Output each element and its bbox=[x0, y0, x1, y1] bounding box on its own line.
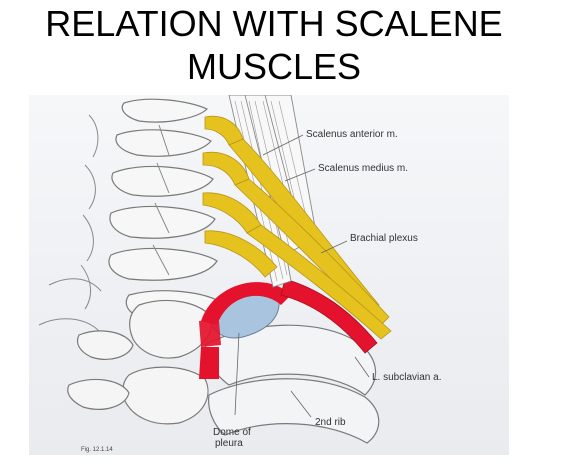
anatomy-figure: Scalenus anterior m. Scalenus medius m. … bbox=[29, 95, 509, 455]
vessel-segment-lower bbox=[199, 321, 221, 347]
ribs bbox=[204, 324, 380, 444]
figure-number: Fig. 12.1.14 bbox=[81, 447, 113, 453]
label-scalenus-medius: Scalenus medius m. bbox=[318, 163, 409, 174]
label-second-rib: 2nd rib bbox=[315, 417, 346, 428]
leader-lines bbox=[234, 134, 370, 418]
label-scalenus-anterior: Scalenus anterior m. bbox=[306, 129, 398, 140]
slide-title-line-2: MUSCLES bbox=[186, 46, 362, 87]
subclavian-artery bbox=[280, 278, 378, 354]
slide-title: RELATION WITH SCALENE MUSCLES bbox=[0, 2, 548, 88]
anatomy-illustration bbox=[38, 95, 392, 444]
vertebra-outlines bbox=[38, 114, 170, 332]
vessel-segment-left bbox=[199, 347, 219, 379]
thoracic-vertebra bbox=[67, 299, 213, 425]
slide-title-line-1: RELATION WITH SCALENE bbox=[45, 3, 503, 44]
label-subclavian-artery: L. subclavian a. bbox=[372, 372, 442, 383]
vessel-arc bbox=[201, 282, 291, 325]
label-dome-of-pleura-line-1: Dome of bbox=[213, 427, 251, 438]
label-dome-of-pleura-line-2: pleura bbox=[215, 438, 243, 449]
label-brachial-plexus: Brachial plexus bbox=[350, 233, 418, 244]
brachial-plexus-nerves bbox=[202, 115, 392, 340]
cervical-vertebrae bbox=[108, 98, 220, 320]
